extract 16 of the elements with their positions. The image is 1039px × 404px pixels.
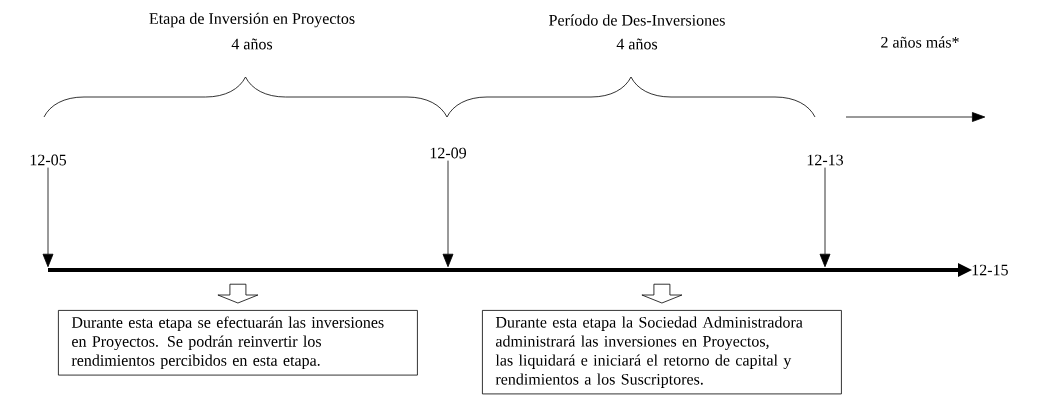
date-label: 12-09	[430, 147, 466, 159]
description-box: Durante esta etapa la Sociedad Administradora administrará las inversiones en Proyectos, las liquidará e iniciará el retorno de capital y rendimientos a los Suscriptores.	[482, 310, 842, 395]
arrow	[442, 160, 454, 268]
date-label: 12-13	[807, 154, 844, 166]
duration-label: 2 años más*	[881, 36, 959, 48]
duration-label: 4 años	[616, 38, 658, 50]
timeline-bar	[48, 263, 972, 277]
duration-label: 4 años	[231, 38, 273, 50]
block-arrow	[641, 283, 683, 304]
description-box: Durante esta etapa se efectuarán las inversiones en Proyectos. Se podrán reinvertir los rendimientos percibidos en esta etapa.	[58, 310, 418, 376]
stage-heading: Etapa de Inversión en Proyectos	[149, 12, 355, 28]
arrow	[42, 167, 54, 268]
arrow	[819, 167, 831, 268]
date-label: 12-05	[30, 154, 67, 166]
block-arrow	[217, 283, 259, 304]
stage-heading: Período de Des-Inversiones	[549, 14, 725, 26]
